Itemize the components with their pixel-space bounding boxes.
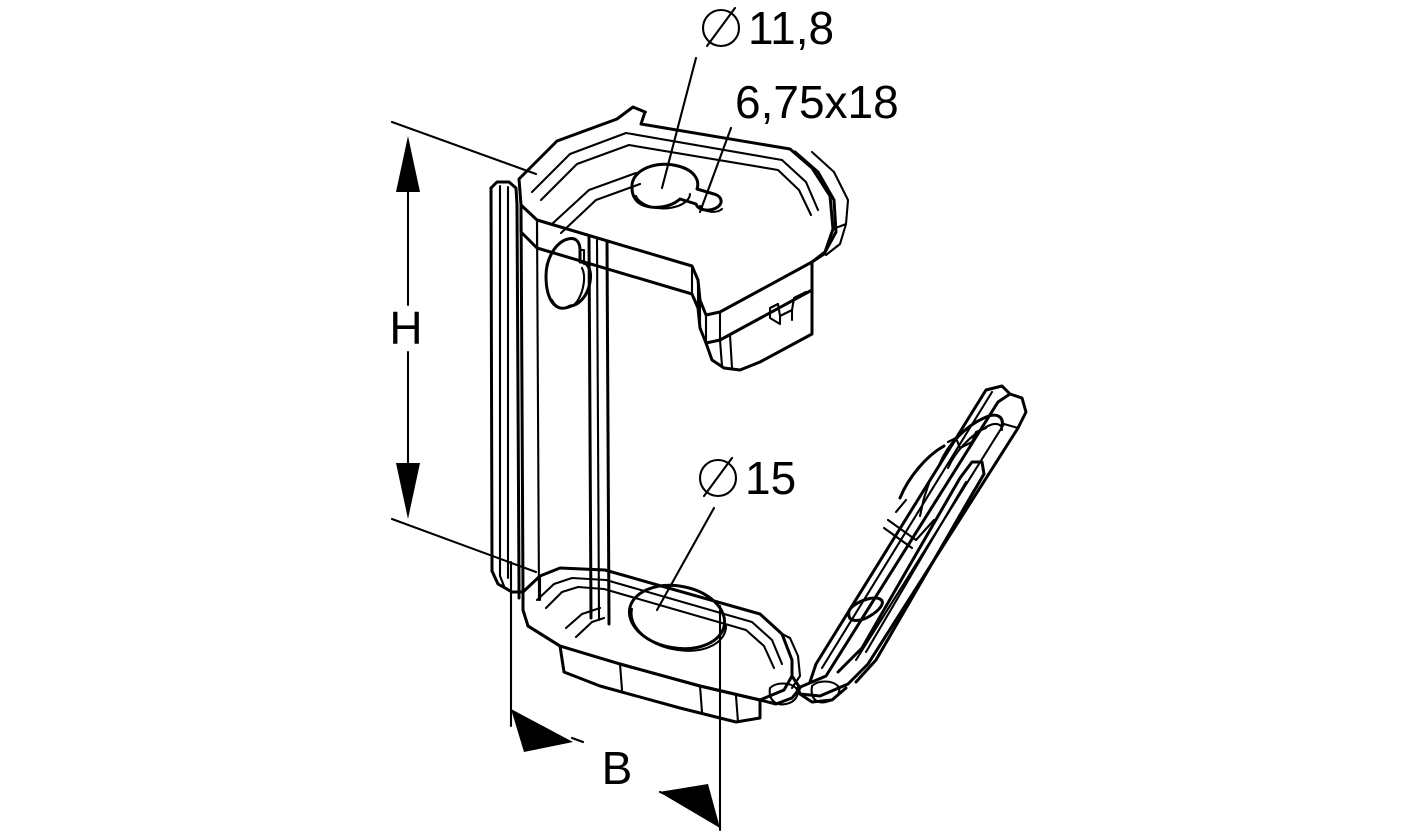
leader-line-diameter-15 xyxy=(655,506,716,612)
leader-line-diameter-11-8 xyxy=(660,56,698,190)
back-panel xyxy=(489,180,611,626)
flap-oval-hole xyxy=(847,596,884,622)
height-arrow-top xyxy=(396,136,420,192)
callout-text-diameter-15: 15 xyxy=(745,452,796,504)
width-arrow-left xyxy=(511,709,573,752)
height-extension-top xyxy=(390,120,538,176)
callout-text-diameter-11-8: 11,8 xyxy=(748,2,834,54)
diameter-symbol-icon xyxy=(701,6,741,48)
dimension-width: B xyxy=(509,560,722,832)
callout-text-slot-6-75x18: 6,75x18 xyxy=(735,76,899,128)
width-label: B xyxy=(602,742,633,794)
leader-line-slot-6-75x18 xyxy=(698,126,733,214)
hinged-flap xyxy=(796,384,1028,704)
callout-bottom-hole-diameter: 15 xyxy=(655,452,796,612)
callout-top-keyhole-diameter: 11,8 xyxy=(660,2,834,190)
width-arrow-right xyxy=(659,784,720,828)
height-label: H xyxy=(389,302,422,354)
height-arrow-bottom xyxy=(396,463,420,519)
width-dim-line-left xyxy=(570,736,585,744)
top-arm xyxy=(517,105,850,372)
dimension-height: H xyxy=(389,120,538,574)
back-panel-keyhole xyxy=(544,237,592,310)
callout-top-keyhole-slot: 6,75x18 xyxy=(698,76,899,214)
diameter-symbol-icon-2 xyxy=(698,456,738,498)
